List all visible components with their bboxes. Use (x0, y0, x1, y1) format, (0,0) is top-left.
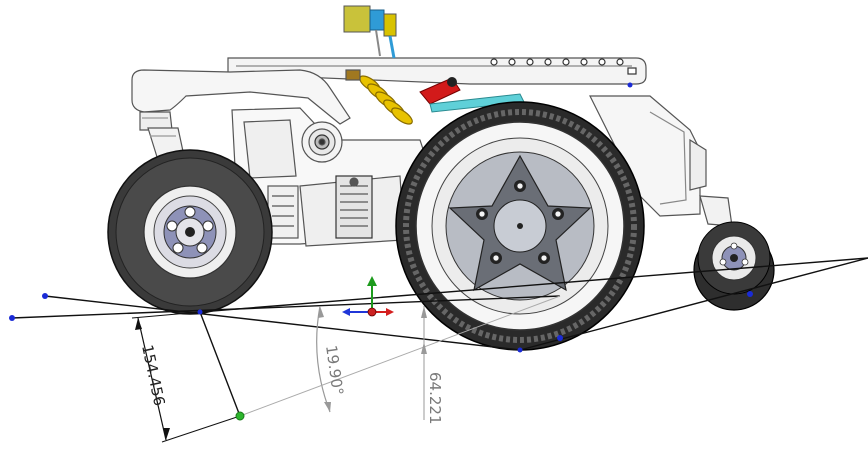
seat-frame-rail (227, 57, 647, 85)
sketch-point[interactable] (557, 335, 563, 341)
sketch-points (9, 291, 753, 421)
drive-wheel (395, 101, 645, 351)
suspension-spring (345, 69, 413, 125)
actuator-icon (343, 5, 397, 59)
dimension-angle[interactable]: 19.90° (239, 295, 561, 417)
front-caster-wheel (107, 149, 273, 315)
sketch-point[interactable] (9, 315, 15, 321)
sketch-point[interactable] (197, 309, 203, 315)
dimension-label-64: 64.221 (426, 372, 444, 425)
front-frame-arm (131, 69, 351, 131)
ground-line-left[interactable] (11, 295, 561, 319)
slope-line-right[interactable] (519, 257, 868, 351)
drive-motor (299, 175, 405, 247)
rear-frame (589, 82, 707, 217)
rear-caster-arm (699, 195, 733, 227)
pivot-hub (301, 121, 343, 163)
dimension-left-height[interactable]: 154.456 (131, 311, 241, 443)
sketch-point[interactable] (517, 347, 523, 353)
coordinate-triad-icon (342, 276, 394, 317)
sketch-point[interactable] (42, 293, 48, 299)
sketch-point[interactable] (747, 291, 753, 297)
dimension-label-154: 154.456 (138, 343, 169, 407)
baseline-long[interactable] (199, 257, 868, 313)
wheelchair-assembly (131, 57, 733, 247)
dimension-right-height[interactable]: 64.221 (421, 306, 444, 425)
fixed-point[interactable] (235, 411, 245, 421)
rear-anti-tip-wheel (693, 221, 775, 311)
dimension-leg[interactable] (199, 311, 241, 417)
dimension-label-angle: 19.90° (322, 344, 347, 396)
